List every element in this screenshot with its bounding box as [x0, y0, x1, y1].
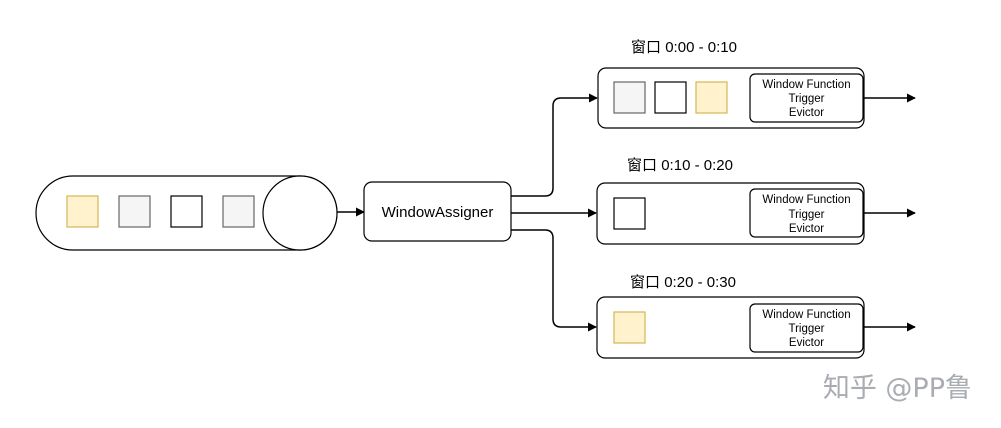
window-0000-0010: 窗口 0:00 - 0:10 Window Function Trigger E…: [597, 38, 916, 129]
window-title: 窗口 0:10 - 0:20: [627, 156, 733, 174]
window-assigner-box: [363, 181, 512, 242]
window-elements: [613, 197, 646, 230]
window-function-label: Window Function: [762, 309, 850, 321]
window-elements: [613, 311, 646, 344]
arrow-to-window-1: [511, 93, 598, 197]
routing-arrows: [511, 93, 598, 332]
evictor-label: Evictor: [789, 337, 824, 349]
element-square: [66, 195, 99, 228]
arrow-to-window-3: [511, 229, 597, 332]
stream-end-cap: [262, 175, 338, 251]
trigger-label: Trigger: [789, 323, 825, 335]
window-function-label: Window Function: [762, 194, 850, 206]
window-0020-0030: 窗口 0:20 - 0:30 Window Function Trigger E…: [596, 273, 916, 359]
window-title: 窗口 0:20 - 0:30: [630, 273, 736, 291]
window-0010-0020: 窗口 0:10 - 0:20 Window Function Trigger E…: [596, 156, 916, 245]
element-square: [613, 311, 646, 344]
element-square: [170, 195, 203, 228]
element-square: [654, 81, 687, 114]
window-function-box: [749, 73, 864, 123]
evictor-label: Evictor: [789, 223, 824, 235]
element-square: [695, 81, 728, 114]
element-square: [118, 195, 151, 228]
watermark-text: 知乎 @PP鲁: [823, 373, 972, 404]
element-square: [222, 195, 255, 228]
element-square: [613, 81, 646, 114]
window-function-box: [749, 188, 864, 238]
data-stream: [35, 175, 338, 251]
element-square: [613, 197, 646, 230]
window-function-box: [749, 303, 864, 353]
trigger-label: Trigger: [789, 93, 825, 105]
window-function-label: Window Function: [762, 79, 850, 91]
trigger-label: Trigger: [789, 209, 825, 221]
window-assigner-node: WindowAssigner: [363, 181, 512, 242]
window-elements: [613, 81, 728, 114]
stream-elements: [66, 195, 255, 228]
evictor-label: Evictor: [789, 107, 824, 119]
window-assigner-label: WindowAssigner: [382, 204, 494, 221]
window-title: 窗口 0:00 - 0:10: [631, 38, 737, 56]
